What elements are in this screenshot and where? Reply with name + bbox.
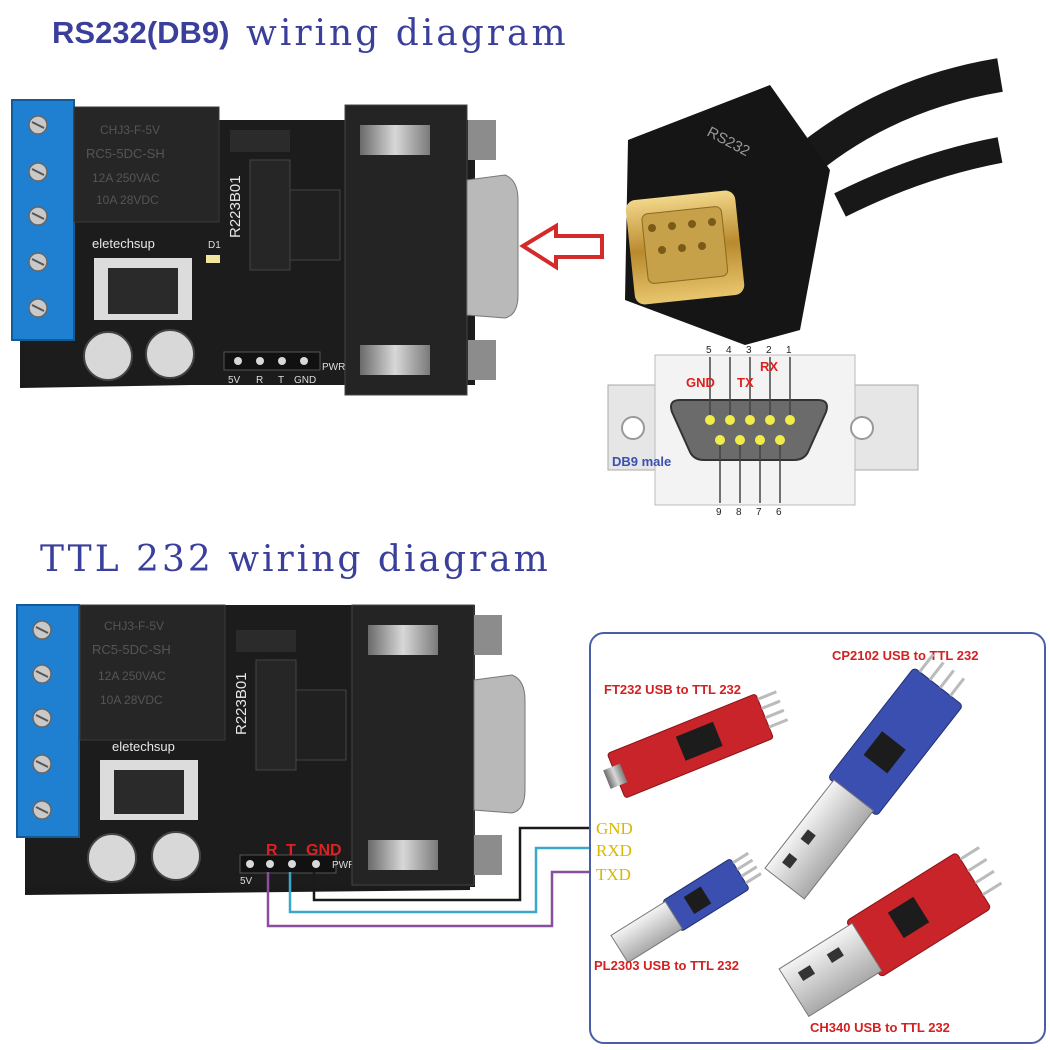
header-label-gnd: GND: [294, 375, 316, 386]
wire-txd: [266, 870, 594, 928]
db9-pin-4: 4: [726, 345, 732, 356]
db9-pin-2: 2: [766, 345, 772, 356]
relay-text-2: RC5-5DC-SH: [92, 642, 171, 657]
ch340-label: CH340 USB to TTL 232: [810, 1020, 950, 1035]
db9-pin-1: 1: [786, 345, 792, 356]
ttl232-title: TTL 232 wiring diagram: [40, 539, 551, 580]
board-brand: eletechsup: [92, 236, 155, 251]
power-label: PWR: [332, 860, 355, 871]
rs232-title-bold: RS232(DB9): [52, 15, 229, 50]
wire-label-gnd: GND: [596, 819, 633, 838]
db9-signal-tx: TX: [737, 375, 754, 390]
led-label: D1: [208, 240, 221, 251]
ttl-pin-gnd: GND: [306, 842, 342, 859]
capacitor: [151, 831, 201, 881]
relay-text-4: 10A 28VDC: [100, 693, 163, 707]
relay-board-top: CHJ3-F-5V RC5-5DC-SH 12A 250VAC 10A 28VD…: [11, 99, 519, 396]
relay-text-1: CHJ3-F-5V: [104, 619, 164, 633]
relay-text-2: RC5-5DC-SH: [86, 146, 165, 161]
db9-pinout: 5 4 3 2 1 9 8 7 6 GND TX RX DB9 male: [607, 345, 919, 518]
cp2102-module: CP2102 USB to TTL 232: [764, 648, 978, 900]
pl2303-label: PL2303 USB to TTL 232: [594, 958, 739, 973]
db9-pin-7: 7: [756, 507, 762, 518]
wire-label-rxd: RXD: [596, 841, 632, 860]
pin-header: [223, 351, 321, 371]
board-model: R223B01: [233, 672, 250, 735]
rs232-cable: RS232: [625, 58, 1003, 345]
relay: [73, 106, 220, 223]
db9-pin-5: 5: [706, 345, 712, 356]
db9-pin-3: 3: [746, 345, 752, 356]
relay-board-bottom: CHJ3-F-5V RC5-5DC-SH 12A 250VAC 10A 28VD…: [16, 604, 526, 895]
header-label-t: T: [278, 375, 284, 386]
cp2102-label: CP2102 USB to TTL 232: [832, 648, 978, 663]
ft232-module: FT232 USB to TTL 232: [603, 682, 789, 798]
ttl-pin-t: T: [286, 842, 296, 859]
header-label-5v: 5V: [240, 876, 253, 887]
pl2303-module: PL2303 USB to TTL 232: [594, 851, 762, 973]
relay: [79, 604, 226, 741]
db9-pin-9: 9: [716, 507, 722, 518]
board-brand: eletechsup: [112, 739, 175, 754]
ttl-pin-r: R: [266, 842, 278, 859]
db9-signal-rx: RX: [760, 359, 778, 374]
header-label-5v: 5V: [228, 375, 241, 386]
wire-rxd: [288, 846, 594, 914]
wire-gnd: [312, 826, 594, 902]
direction-arrow: [519, 222, 604, 271]
ft232-label: FT232 USB to TTL 232: [604, 682, 741, 697]
relay-text-3: 12A 250VAC: [92, 171, 160, 185]
db9-pin-8: 8: [736, 507, 742, 518]
rs232-title-rest: wiring diagram: [246, 13, 569, 54]
capacitor: [87, 833, 137, 883]
relay-text-3: 12A 250VAC: [98, 669, 166, 683]
db9-male-label: DB9 male: [612, 454, 671, 469]
relay-text-1: CHJ3-F-5V: [100, 123, 160, 137]
wire-label-txd: TXD: [596, 865, 631, 884]
capacitor: [145, 329, 195, 379]
capacitor: [83, 331, 133, 381]
header-label-r: R: [256, 375, 263, 386]
board-model: R223B01: [227, 175, 244, 238]
db9-signal-gnd: GND: [686, 375, 715, 390]
power-label: PWR: [322, 362, 345, 373]
db9-pin-6: 6: [776, 507, 782, 518]
relay-text-4: 10A 28VDC: [96, 193, 159, 207]
ch340-module: CH340 USB to TTL 232: [778, 846, 1003, 1035]
